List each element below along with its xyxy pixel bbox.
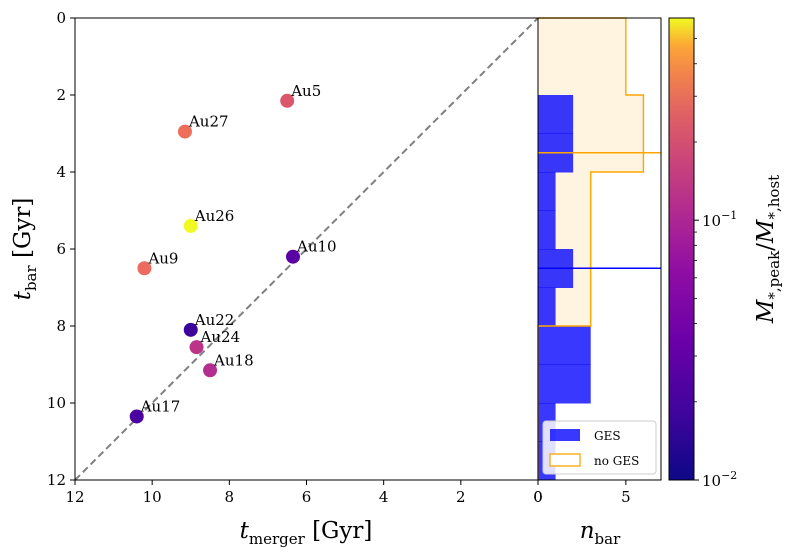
scatter-point bbox=[280, 93, 295, 108]
y-tick-label: 6 bbox=[56, 240, 66, 258]
scatter-point bbox=[183, 322, 198, 337]
y-tick-label: 12 bbox=[47, 471, 66, 489]
ges-bar bbox=[538, 364, 591, 404]
point-label: Au26 bbox=[194, 207, 235, 225]
x-tick-label: 8 bbox=[225, 488, 235, 506]
x-tick-label: 6 bbox=[302, 488, 312, 506]
histogram-bars bbox=[537, 17, 661, 481]
scatter-point bbox=[137, 261, 152, 276]
point-label: Au24 bbox=[200, 328, 241, 346]
x-tick-label: 4 bbox=[379, 488, 389, 506]
x-tick-label: 0 bbox=[533, 488, 543, 506]
point-label: Au18 bbox=[213, 351, 254, 369]
point-label: Au9 bbox=[147, 249, 178, 267]
ges-bar bbox=[538, 95, 574, 134]
legend-ges-label: GES bbox=[594, 429, 621, 443]
point-label: Au27 bbox=[188, 113, 229, 131]
ges-bar bbox=[538, 326, 591, 365]
colorbar-ticks: 10−1 10−2 bbox=[694, 38, 737, 490]
y-tick-label: 10 bbox=[47, 394, 66, 412]
y-tick-label: 2 bbox=[56, 86, 66, 104]
noges-fill-bar bbox=[538, 56, 626, 95]
scatter-point bbox=[203, 363, 218, 378]
hist-x-tick-label: 0 bbox=[533, 488, 543, 506]
colorbar: 10−1 10−2 M*,peak/M*,host bbox=[668, 17, 783, 490]
scatter-point bbox=[189, 340, 204, 355]
legend-ges-swatch bbox=[550, 429, 580, 441]
scatter-panel: 12 10 8 6 4 2 0 0 2 4 6 8 10 12 Au5Au27Au26Au10Au9Au2… bbox=[10, 9, 543, 548]
legend-noges-label: no GES bbox=[594, 454, 639, 468]
scatter-point bbox=[177, 124, 192, 139]
ges-bar bbox=[538, 287, 556, 327]
diagonal-line bbox=[74, 17, 539, 481]
x-tick-label: 10 bbox=[143, 488, 162, 506]
scatter-point bbox=[183, 218, 198, 233]
scatter-point bbox=[129, 409, 144, 424]
x-axis-label: tmerger [Gyr] bbox=[240, 518, 373, 548]
ges-bar bbox=[538, 210, 556, 250]
y-tick-label: 8 bbox=[56, 317, 66, 335]
colorbar-tick-label: 10−2 bbox=[702, 469, 737, 490]
y-tick-label: 0 bbox=[56, 9, 66, 27]
point-label: Au10 bbox=[296, 238, 337, 256]
point-label: Au17 bbox=[140, 397, 181, 415]
ges-bar bbox=[538, 172, 556, 211]
point-label: Au5 bbox=[290, 82, 321, 100]
x-tick-label: 2 bbox=[456, 488, 466, 506]
y-tick-label: 4 bbox=[56, 163, 66, 181]
colorbar-label: M*,peak/M*,host bbox=[753, 175, 783, 324]
histogram-frame bbox=[537, 17, 662, 481]
x-tick-label: 12 bbox=[65, 488, 84, 506]
noges-fill-bar bbox=[538, 18, 626, 57]
point-label: Au22 bbox=[194, 311, 235, 329]
scatter-point bbox=[285, 249, 300, 264]
y-axis-label: tbar [Gyr] bbox=[10, 198, 40, 301]
legend-noges-swatch bbox=[549, 453, 581, 467]
histogram-x-label: nbar bbox=[580, 518, 621, 548]
hist-x-tick-label: 5 bbox=[621, 488, 631, 506]
histogram-legend: GES no GES bbox=[542, 420, 657, 475]
colorbar-tick-label: 10−1 bbox=[702, 209, 737, 230]
colorbar-gradient bbox=[668, 17, 695, 481]
scatter-ticks: 12 10 8 6 4 2 0 0 2 4 6 8 10 12 bbox=[47, 9, 543, 506]
